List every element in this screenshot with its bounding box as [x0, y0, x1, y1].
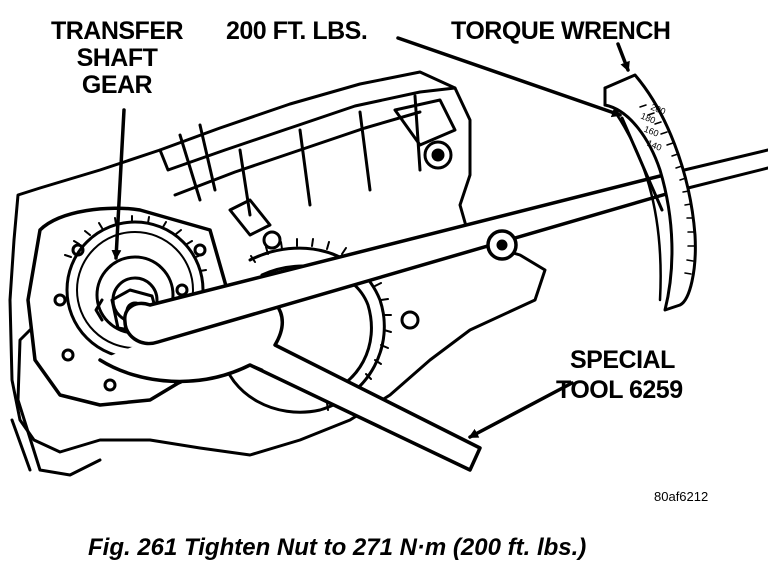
bolt-boss	[423, 140, 453, 170]
label-torque-value: 200 FT. LBS.	[226, 17, 368, 45]
leader-200-ft-lbs	[396, 36, 622, 118]
label-special-line1: SPECIAL	[570, 346, 675, 374]
leader-special-tool	[468, 381, 574, 439]
leader-torque-wrench	[616, 42, 630, 72]
leader-transfer-shaft-gear	[111, 108, 126, 260]
label-special-line2: TOOL 6259	[556, 376, 683, 404]
flange-plate	[26, 206, 232, 407]
transfer-case-illustration: 200 180 160 140	[8, 36, 768, 477]
torque-scale-dial	[603, 73, 697, 312]
label-transfer-line2: SHAFT	[76, 44, 158, 72]
figure-caption: Fig. 261 Tighten Nut to 271 N·m (200 ft.…	[88, 534, 587, 561]
housing-top-ribs	[158, 86, 457, 172]
case-housing	[8, 70, 547, 457]
torque-needle	[620, 116, 664, 212]
driven-gear	[220, 246, 386, 414]
label-transfer-line1: TRANSFER	[50, 17, 184, 45]
label-transfer-shaft-gear: TRANSFER SHAFT GEAR	[38, 18, 196, 99]
label-transfer-line3: GEAR	[81, 71, 153, 99]
label-torque-wrench: TORQUE WRENCH	[451, 17, 671, 45]
label-special-tool: SPECIAL TOOL 6259	[556, 345, 683, 405]
figure-code: 80af6212	[654, 489, 709, 504]
